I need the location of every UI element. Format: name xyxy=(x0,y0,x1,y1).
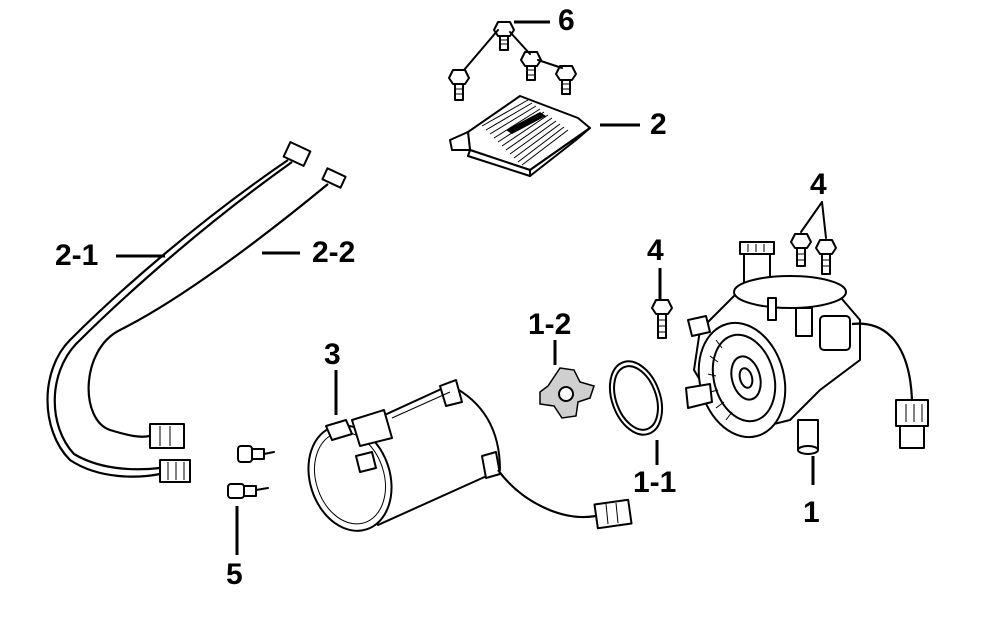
callout-5: 5 xyxy=(226,558,243,591)
bolt-6c xyxy=(520,51,542,81)
callout-2-2: 2-2 xyxy=(312,236,356,269)
part-2-control-module xyxy=(449,95,640,177)
callout-6: 6 xyxy=(558,4,575,37)
part-2-2-harness xyxy=(87,167,347,449)
callout-1: 1 xyxy=(803,496,820,529)
bolt-4c xyxy=(815,239,837,275)
part-5-sensors xyxy=(227,445,275,555)
callout-4a: 4 xyxy=(810,168,827,201)
callout-1-2: 1-2 xyxy=(528,308,572,341)
part-4-bolts xyxy=(651,201,837,339)
bolt-6d xyxy=(555,65,577,95)
part-6-bolts xyxy=(448,20,577,101)
bolt-4a xyxy=(651,299,673,339)
callout-1-1: 1-1 xyxy=(633,466,677,499)
callout-4b: 4 xyxy=(647,234,664,267)
part-1-gearbox xyxy=(685,241,929,485)
part-2-1-harness xyxy=(46,141,312,483)
callout-3: 3 xyxy=(324,338,341,371)
part-1-2-coupler xyxy=(539,340,595,419)
bolt-6a xyxy=(493,21,515,51)
bolt-4b xyxy=(790,233,812,267)
callout-2-1: 2-1 xyxy=(55,239,99,272)
bolt-6b xyxy=(448,69,470,101)
part-3-motor xyxy=(307,370,633,532)
callout-2: 2 xyxy=(650,108,667,141)
part-1-1-oring xyxy=(608,360,664,465)
